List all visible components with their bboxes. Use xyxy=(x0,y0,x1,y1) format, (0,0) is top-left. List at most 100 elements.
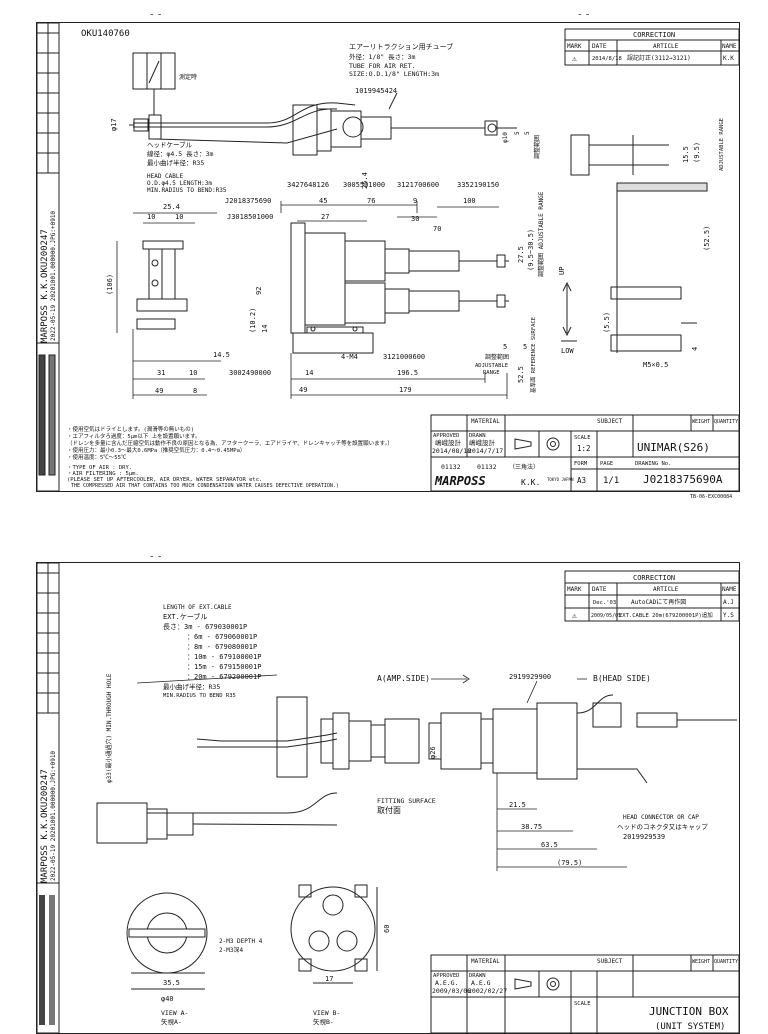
tb-drawing-no-label: DRAWING No. xyxy=(635,461,671,467)
dim-10a: 10 xyxy=(147,213,155,221)
note-4: ・使用温度：5℃～55℃ xyxy=(67,453,127,461)
corr2-name-1: Y.S xyxy=(723,612,734,619)
tb2-subject: SUBJECT xyxy=(597,958,623,965)
dim-92: 92 xyxy=(255,287,263,295)
correction-title: CORRECTION xyxy=(633,31,675,39)
dim-9-5: (9.5) xyxy=(693,142,701,163)
tb-form-label: FORM xyxy=(574,461,588,467)
dim-21-5: 21.5 xyxy=(509,801,526,809)
dim-76: 76 xyxy=(367,197,375,205)
ref-surface: 基準面 REFERENCE SURFACE xyxy=(529,317,537,393)
side-date-1: 2022-05-19 20201001.000000.JPG:+0910 xyxy=(50,210,57,341)
dim-14: 14 xyxy=(305,369,313,377)
tb-approved-code: 01132 xyxy=(441,463,461,471)
low-label: LOW xyxy=(561,347,574,355)
corr2-name-0: A.J xyxy=(723,599,734,606)
hdr-mark: MARK xyxy=(567,43,582,50)
dim-5c: 5 xyxy=(503,343,507,351)
tb-material: MATERIAL xyxy=(471,418,500,425)
adj-label-right: ADJUSTABLE RANGE xyxy=(719,118,725,171)
tb2-drawn-date: 2002/02/27 xyxy=(468,987,507,995)
part-2919929900: 2919929900 xyxy=(509,673,551,681)
dim-phi40: φ40 xyxy=(161,995,174,1003)
tb-approved-date: 2014/08/18 xyxy=(432,447,471,455)
cable-row-4: ：15m - 679150001P xyxy=(187,663,261,671)
correction-table-1 xyxy=(564,28,739,66)
side-date-2: 2022-05-19 20201001.000000.JPG:+0910 xyxy=(50,750,57,881)
corr-article: 誤記訂正(3112→3121) xyxy=(627,54,691,62)
corr2-mark-1: ⚠ xyxy=(572,611,577,620)
hdr-date: DATE xyxy=(592,43,607,50)
dim-5-5: (5.5) xyxy=(603,312,611,333)
side-id-2: MARPOSS K.K.OKU200247 xyxy=(40,769,50,883)
end-view-left xyxy=(136,240,188,330)
dim-15-5: 15.5 xyxy=(682,146,690,163)
title-block-1 xyxy=(430,414,739,491)
gauge-head-top xyxy=(292,104,517,156)
part-1019945424: 1019945424 xyxy=(355,87,397,95)
part-3352190150: 3352190150 xyxy=(457,181,499,189)
part-j3018501000: J3018501000 xyxy=(227,213,273,221)
fitting-surface-jp: 取付面 xyxy=(377,805,401,815)
dim-79-5: (79.5) xyxy=(557,859,582,867)
cable-row-2: ：8m - 679080001P xyxy=(187,643,257,651)
tb2-quantity: QUANTITY xyxy=(714,959,738,965)
head-conn-en: HEAD CONNECTOR OR CAP xyxy=(623,814,699,821)
dim-9: 9 xyxy=(413,197,417,205)
dim-8: 8 xyxy=(193,387,197,395)
hdr2-name: NAME xyxy=(722,586,737,593)
dim-49a: 49 xyxy=(155,387,163,395)
title-block-2 xyxy=(430,954,739,1033)
tb-title: UNIMAR(S26) xyxy=(637,441,710,454)
through-hole: φ33(最小通過穴) MIN.THROUGH HOLE xyxy=(105,673,113,783)
part-3121700600: 3121700600 xyxy=(397,181,439,189)
adj-label-4: ADJUSTABLE xyxy=(475,363,508,369)
note-0: ・使用空気はドライとします。(潤滑等の無いもの) xyxy=(67,425,194,433)
part-3121000600: 3121000600 xyxy=(383,353,425,361)
company-city: TOKYO JAPAN xyxy=(547,477,574,482)
dim-25-4-v: 25.4 xyxy=(361,172,369,189)
dim-phi26: φ26 xyxy=(429,746,437,759)
head-cable-jp2: 線径：φ4.5 長さ：3m xyxy=(147,149,213,158)
revision-ticks-2 xyxy=(39,895,55,1025)
hdr2-mark: MARK xyxy=(567,586,582,593)
corr2-article-1: EXT.CABLE 20m(679200001P)追加 xyxy=(619,611,713,619)
tb2-scale-label: SCALE xyxy=(574,1001,591,1007)
view-a-label-jp: 矢視A- xyxy=(161,1017,182,1026)
tb-projection: （三角法） xyxy=(509,463,539,471)
label-head-side: B(HEAD SIDE) xyxy=(593,674,651,683)
air-valve-symbol xyxy=(132,52,176,140)
dim-196-5: 196.5 xyxy=(397,369,418,377)
sheet1-drawing: OKU140760 CORRECTION MARK DATE ARTICLE N… xyxy=(37,23,739,491)
dim-10b: 10 xyxy=(175,213,183,221)
projection-icon-2 xyxy=(514,977,560,991)
tb-approved-name: 嶋峨設計 xyxy=(435,438,462,447)
tb-drawn-code: 01132 xyxy=(477,463,497,471)
dim-25-4: 25.4 xyxy=(163,203,180,211)
adj-label-1: 調整範囲 xyxy=(533,135,541,159)
adj-label-2: 調整範囲 ADJUSTABLE RANGE xyxy=(537,191,545,277)
dim-10-2: (10.2) xyxy=(249,308,257,333)
note-1: ・エアフィルタろ過度：5μm以下 上を設置願います。 xyxy=(67,432,201,440)
dim-14-5: 14.5 xyxy=(213,351,230,359)
head-cable-jp3: 最小曲げ半径：R35 xyxy=(147,158,204,167)
scan-mark-1: ｰ ｰ xyxy=(150,11,162,19)
cable-plug xyxy=(129,118,149,132)
tb-page: 1/1 xyxy=(603,476,619,486)
hdr-article: ARTICLE xyxy=(653,43,679,50)
scan-mark-3: ｰ ｰ xyxy=(150,553,162,561)
dim-106: (106) xyxy=(106,274,114,295)
side-view-right-bottom xyxy=(610,223,697,353)
dim-left-bottom xyxy=(132,329,221,399)
tb2-approved-label: APPROVED xyxy=(433,973,460,979)
dim-27-5: 27.5 xyxy=(517,246,525,263)
dim-52-5: 52.5 xyxy=(517,366,525,383)
cable-list-title-en: LENGTH OF EXT.CABLE xyxy=(163,604,232,611)
head-cable-en2: O.D.φ4.5 LENGTH:3m xyxy=(147,180,212,187)
dim-30: 30 xyxy=(411,215,419,223)
dim-17: 17 xyxy=(325,975,333,983)
thread-4-m4: 4-M4 xyxy=(341,353,358,361)
drawing-sheet-2: CORRECTION MARK DATE ARTICLE NAME Dec.'0… xyxy=(36,562,740,1034)
tb-approved-label: APPROVED xyxy=(433,433,460,439)
hdr-name: NAME xyxy=(722,43,737,50)
